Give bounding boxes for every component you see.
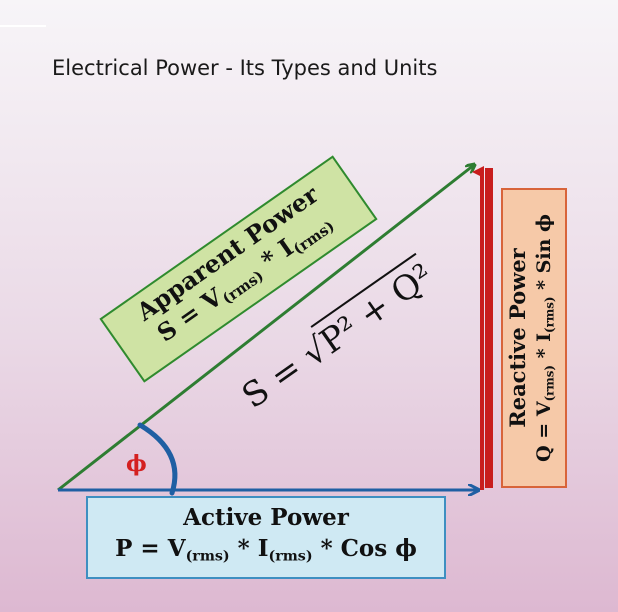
page-title: Electrical Power - Its Types and Units	[52, 56, 438, 80]
active-power-formula: P = V(rms) * I(rms) * Cos ϕ	[115, 534, 417, 565]
angle-arc	[137, 422, 178, 496]
active-power-label: Active Power	[183, 503, 349, 531]
apparent-power-arrow	[57, 165, 474, 492]
active-power-box: Active Power P = V(rms) * I(rms) * Cos ϕ	[86, 496, 446, 579]
reactive-power-label: Reactive Power	[505, 248, 531, 428]
top-divider	[0, 25, 46, 27]
angle-phi-label: ϕ	[126, 451, 147, 477]
reactive-power-box: Reactive Power Q = V(rms) * I(rms) * Sin…	[501, 188, 567, 488]
reactive-power-formula: Q = V(rms) * I(rms) * Sin ϕ	[533, 214, 557, 462]
